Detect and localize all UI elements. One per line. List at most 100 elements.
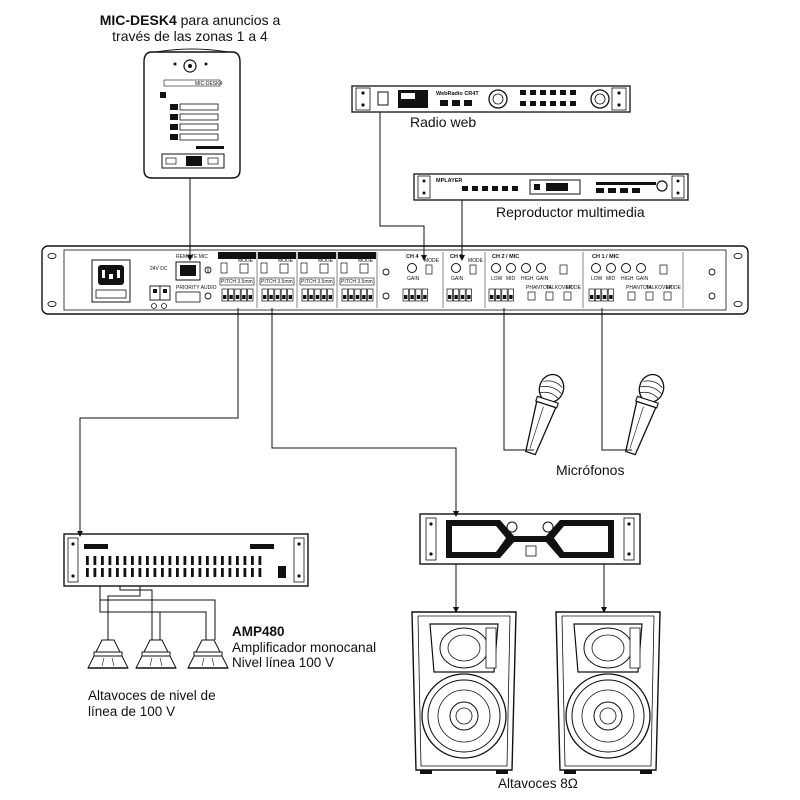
eq-label: LOW bbox=[491, 276, 503, 282]
eq-knob-icon bbox=[636, 263, 646, 273]
player-model-text: MPLAYER bbox=[436, 178, 462, 184]
channel-block: CH 3 GAIN MODE bbox=[446, 252, 486, 308]
microphone-icon bbox=[624, 373, 665, 456]
output-label: OUTPUT 1 bbox=[344, 254, 371, 260]
eq-label: MID bbox=[606, 276, 616, 282]
radio-web-caption: Radio web bbox=[410, 114, 477, 130]
cables bbox=[77, 112, 632, 640]
media-player-caption: Reproductor multimedia bbox=[496, 204, 645, 220]
micdesk-zone-buttons bbox=[170, 103, 219, 141]
horn-speaker-icon bbox=[187, 639, 229, 669]
radio-model-text: WebRadio CR4T bbox=[436, 91, 479, 97]
mixer-rear-panel: 24V DC REMOTE MIC PRIORITY AUDIO OUTPUT … bbox=[41, 245, 749, 315]
line-speakers-text-1: Altavoces de nivel de bbox=[88, 688, 216, 703]
horn-speaker-icon bbox=[87, 639, 129, 669]
channel-label: CH 1 / MIC bbox=[592, 254, 619, 260]
amp480-line2: Nivel línea 100 V bbox=[232, 655, 335, 671]
mode-label: MODE bbox=[358, 258, 374, 264]
horn-speaker-icon bbox=[135, 639, 177, 669]
terminal-block bbox=[588, 288, 614, 302]
priority-audio-label: PRIORITY AUDIO bbox=[176, 285, 217, 291]
speaker-cabinet-icon bbox=[411, 611, 517, 774]
amp480-device bbox=[63, 533, 309, 587]
amp480-line1: Amplificador monocanal bbox=[232, 639, 377, 655]
amp480-vent-slots bbox=[86, 556, 262, 577]
phantom-label: PHANTOM bbox=[626, 285, 651, 291]
eq-knob-icon bbox=[506, 263, 516, 273]
eq-label: HIGH bbox=[621, 276, 634, 282]
channel-block: CH 4 GAIN MODE bbox=[402, 252, 444, 308]
eq-knob-icon bbox=[606, 263, 616, 273]
gain-label: GAIN bbox=[451, 276, 464, 282]
pitch-label: PITCH 3.5mm bbox=[221, 279, 253, 285]
mode-label: MODE bbox=[318, 258, 334, 264]
terminal-block bbox=[446, 288, 472, 302]
eq-knob-icon bbox=[491, 263, 501, 273]
amp480-title: AMP480 bbox=[232, 624, 285, 639]
amp480-caption: AMP480 Amplificador monocanal Nivel líne… bbox=[232, 624, 376, 671]
mode-label: MODE bbox=[238, 258, 254, 264]
power-amplifier-device bbox=[419, 513, 641, 565]
output-label: OUTPUT 3 bbox=[264, 254, 291, 260]
channel-label: CH 4 bbox=[406, 254, 419, 260]
micdesk-caption: MIC-DESK4 para anuncios a través de las … bbox=[60, 12, 320, 44]
talkover-label: TALKOVER bbox=[646, 285, 673, 291]
eq-knob-icon bbox=[621, 263, 631, 273]
phantom-label: PHANTOM bbox=[526, 285, 551, 291]
remote-mic-label: REMOTE MIC bbox=[176, 254, 208, 260]
gain-label: GAIN bbox=[407, 276, 420, 282]
speaker-cabinet-icon bbox=[555, 611, 661, 774]
speaker-cabinets-group bbox=[411, 611, 661, 774]
terminal-block bbox=[402, 288, 428, 302]
pitch-label: PITCH 3.5mm bbox=[341, 279, 373, 285]
mode-label: MODE bbox=[468, 258, 484, 264]
output-label: OUTPUT 2 bbox=[304, 254, 331, 260]
eq-label: GAIN bbox=[536, 276, 549, 282]
micdesk-text-2: través de las zonas 1 a 4 bbox=[112, 28, 268, 45]
mode-label: MODE bbox=[666, 285, 682, 291]
eq-label: GAIN bbox=[636, 276, 649, 282]
micdesk-model-text: MIC-DESK4 bbox=[195, 81, 222, 87]
micdesk-title: MIC-DESK4 bbox=[99, 12, 177, 28]
line-speakers-caption: Altavoces de nivel de línea de 100 V bbox=[88, 688, 216, 719]
mode-label: MODE bbox=[278, 258, 294, 264]
line-speakers-text-2: línea de 100 V bbox=[88, 703, 176, 719]
micdesk-text-1: para anuncios a bbox=[176, 12, 281, 28]
mode-label: MODE bbox=[566, 285, 582, 291]
pitch-label: PITCH 3.5mm bbox=[301, 279, 333, 285]
terminal-block bbox=[301, 288, 334, 302]
mode-label: MODE bbox=[424, 258, 440, 264]
eq-label: LOW bbox=[591, 276, 603, 282]
terminal-block bbox=[488, 288, 514, 302]
eq-knob-icon bbox=[521, 263, 531, 273]
speakers-8ohm-caption: Altavoces 8Ω bbox=[498, 776, 578, 791]
mic-desk4-device: MIC-DESK4 bbox=[143, 48, 241, 179]
terminal-block bbox=[221, 288, 254, 302]
eq-knob-icon bbox=[591, 263, 601, 273]
microphones-caption: Micrófonos bbox=[556, 462, 625, 478]
talkover-label: TALKOVER bbox=[546, 285, 573, 291]
gain-knob-icon bbox=[451, 263, 461, 273]
media-player-device: MPLAYER bbox=[413, 173, 689, 201]
channel-label: CH 2 / MIC bbox=[492, 254, 519, 260]
dc-input-label: 24V DC bbox=[150, 266, 168, 272]
channel-label: CH 3 bbox=[450, 254, 463, 260]
gain-knob-icon bbox=[407, 263, 417, 273]
terminal-block bbox=[341, 288, 374, 302]
line-speakers-group bbox=[87, 639, 229, 669]
radio-web-device: WebRadio CR4T bbox=[351, 85, 631, 113]
eq-knob-icon bbox=[536, 263, 546, 273]
eq-label: MID bbox=[506, 276, 516, 282]
terminal-block bbox=[261, 288, 294, 302]
pitch-label: PITCH 3.5mm bbox=[261, 279, 293, 285]
output-label: OUTPUT 4 bbox=[224, 254, 252, 260]
